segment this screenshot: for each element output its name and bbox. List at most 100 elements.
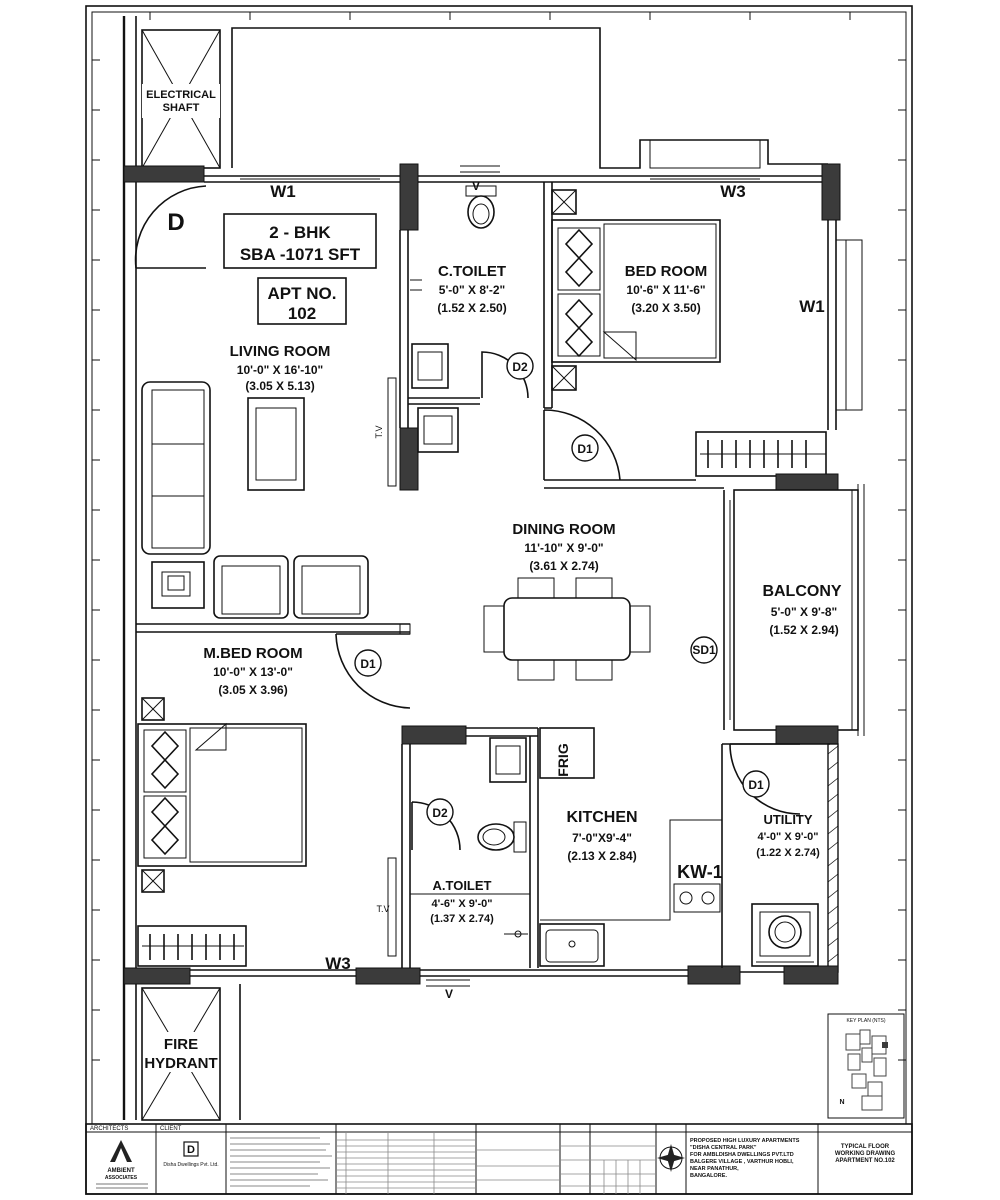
- a-toilet-dim-ft: 4'-6" X 9'-0": [432, 898, 493, 910]
- vent-tag-bottom: V: [445, 987, 453, 1001]
- info-box: [223, 213, 377, 269]
- fire-hydrant-label-1: FIRE: [164, 1036, 198, 1053]
- key-plan-title: KEY PLAN (NTS): [846, 1018, 885, 1024]
- c-toilet-dim-m: (1.52 X 2.50): [437, 301, 506, 315]
- general-notes: [230, 1137, 332, 1187]
- utility-name: UTILITY: [763, 812, 812, 827]
- dining-room-dim-ft: 11'-10" X 9'-0": [524, 541, 603, 555]
- mbed-wardrobe-top: [141, 697, 165, 721]
- apt-box: [257, 277, 347, 325]
- door-tag-d1-mbed: D1: [360, 657, 376, 671]
- info-box-line-1: 2 - BHK: [269, 223, 331, 242]
- a-toilet-dim-m: (1.37 X 2.74): [430, 913, 494, 925]
- info-box-line-2: SBA -1071 SFT: [240, 245, 361, 264]
- dining-table-set: [483, 577, 651, 681]
- key-plan-building: [845, 1029, 887, 1111]
- living-room-name: LIVING ROOM: [230, 343, 331, 360]
- kitchen-counter: [540, 819, 722, 921]
- balcony-dim-m: (1.52 X 2.94): [769, 623, 838, 637]
- title-block-architects: ARCHITECTS: [90, 1126, 128, 1132]
- architect-logo-line1: AMBIENT: [107, 1168, 135, 1174]
- fridge: [539, 727, 595, 779]
- title-block-client: CLIENT: [160, 1126, 182, 1132]
- window-tag-w3-bottom: W3: [325, 954, 351, 973]
- key-plan-north: N: [839, 1099, 844, 1106]
- bedroom-bed: [551, 219, 721, 363]
- electrical-shaft-label-1: ELECTRICAL: [146, 89, 216, 101]
- fire-hydrant-label-2: HYDRANT: [144, 1055, 217, 1072]
- drawing-title-line-3: APARTMENT NO.102: [835, 1158, 895, 1164]
- project-line-5: NEAR PANATHUR,: [690, 1166, 739, 1172]
- living-room-dim-m: (3.05 X 5.13): [245, 379, 314, 393]
- main-door-swing: [134, 185, 207, 269]
- architect-logo-line2: ASSOCIATES: [105, 1175, 138, 1181]
- door-tag-d2-atoilet: D2: [432, 806, 448, 820]
- mbed-railing: [137, 925, 247, 967]
- balcony-name: BALCONY: [762, 583, 841, 600]
- a-toilet-wc: [477, 821, 527, 853]
- mbed-wardrobe-bottom: [141, 869, 165, 893]
- client-name: Disha Dwellings Pvt. Ltd.: [163, 1162, 218, 1168]
- coffee-table: [247, 397, 305, 491]
- window-tag-w1-right: W1: [799, 297, 825, 316]
- door-window-schedule: [336, 1132, 476, 1194]
- door-tag-d1-bed: D1: [577, 442, 593, 456]
- tv-tag-mbed: T.V: [376, 904, 389, 914]
- revision-table: [476, 1145, 656, 1194]
- tv-unit-living: [387, 377, 397, 487]
- svg-text:D: D: [187, 1144, 195, 1156]
- bedroom-door-swing: [543, 409, 621, 481]
- bedroom-dim-m: (3.20 X 3.50): [631, 301, 700, 315]
- balcony-dim-ft: 5'-0" X 9'-8": [771, 605, 837, 619]
- fire-hydrant: [141, 987, 221, 1121]
- window-tag-w3-top: W3: [720, 182, 746, 201]
- apt-box-line-2: 102: [288, 304, 316, 323]
- living-room-dim-ft: 10'-0" X 16'-10": [237, 363, 323, 377]
- c-toilet-name: C.TOILET: [438, 263, 506, 280]
- project-line-6: BANGALORE.: [690, 1173, 727, 1179]
- mbed-dim-ft: 10'-0" X 13'-0": [213, 665, 293, 679]
- kitchen-hob: [673, 883, 721, 913]
- sheet-outer-border: [85, 5, 913, 1195]
- project-line-4: BALGERE VILLAGE , VARTHUR HOBLI,: [690, 1159, 794, 1165]
- architect-logo: [110, 1140, 132, 1162]
- utility-dim-m: (1.22 X 2.74): [756, 847, 820, 859]
- utility-dim-ft: 4'-0" X 9'-0": [758, 831, 819, 843]
- kitchen-dim-ft: 7'-0"X9'-4": [572, 831, 632, 845]
- north-compass-icon: [657, 1144, 685, 1172]
- title-block: [85, 1123, 913, 1195]
- bedroom-wardrobe-top: [551, 189, 577, 215]
- tv-unit-mbed: [387, 857, 397, 957]
- bedroom-wardrobe-bottom: [551, 365, 577, 391]
- door-tag-d2-ctoilet: D2: [512, 360, 528, 374]
- door-tag-d-main: D: [167, 209, 184, 236]
- mbed-name: M.BED ROOM: [203, 645, 302, 662]
- door-tag-d1-utility: D1: [748, 778, 764, 792]
- electrical-shaft-label-2: SHAFT: [163, 102, 200, 114]
- a-toilet-basin: [489, 737, 527, 783]
- a-toilet-name: A.TOILET: [433, 878, 492, 893]
- window-tag-w1-top: W1: [270, 182, 296, 201]
- apt-box-line-1: APT NO.: [268, 284, 337, 303]
- dining-room-name: DINING ROOM: [512, 521, 615, 538]
- mbed-bed: [137, 722, 307, 867]
- c-toilet-dim-ft: 5'-0" X 8'-2": [439, 283, 505, 297]
- tv-tag-living: T.V: [374, 425, 384, 438]
- living-sofa: [141, 381, 369, 619]
- border-ticks: [92, 12, 906, 1061]
- kitchen-name: KITCHEN: [566, 809, 637, 826]
- washing-machine: [751, 903, 819, 967]
- c-toilet-wc: [465, 185, 497, 229]
- project-line-3: FOR AMBLDISHA DWELLINGS PVT.LTD: [690, 1152, 794, 1158]
- fridge-tag: FRIG: [555, 743, 571, 777]
- kitchen-sink: [539, 923, 605, 967]
- project-line-1: PROPOSED HIGH LUXURY APARTMENTS: [690, 1138, 800, 1144]
- kitchen-window-tag: KW-1: [677, 862, 723, 882]
- c-toilet-basin: [411, 343, 449, 389]
- dining-room-dim-m: (3.61 X 2.74): [529, 559, 598, 573]
- bedroom-name: BED ROOM: [625, 263, 708, 280]
- door-tag-sd1: SD1: [692, 643, 716, 657]
- key-plan: [827, 1013, 905, 1119]
- kitchen-window-box: [674, 858, 722, 882]
